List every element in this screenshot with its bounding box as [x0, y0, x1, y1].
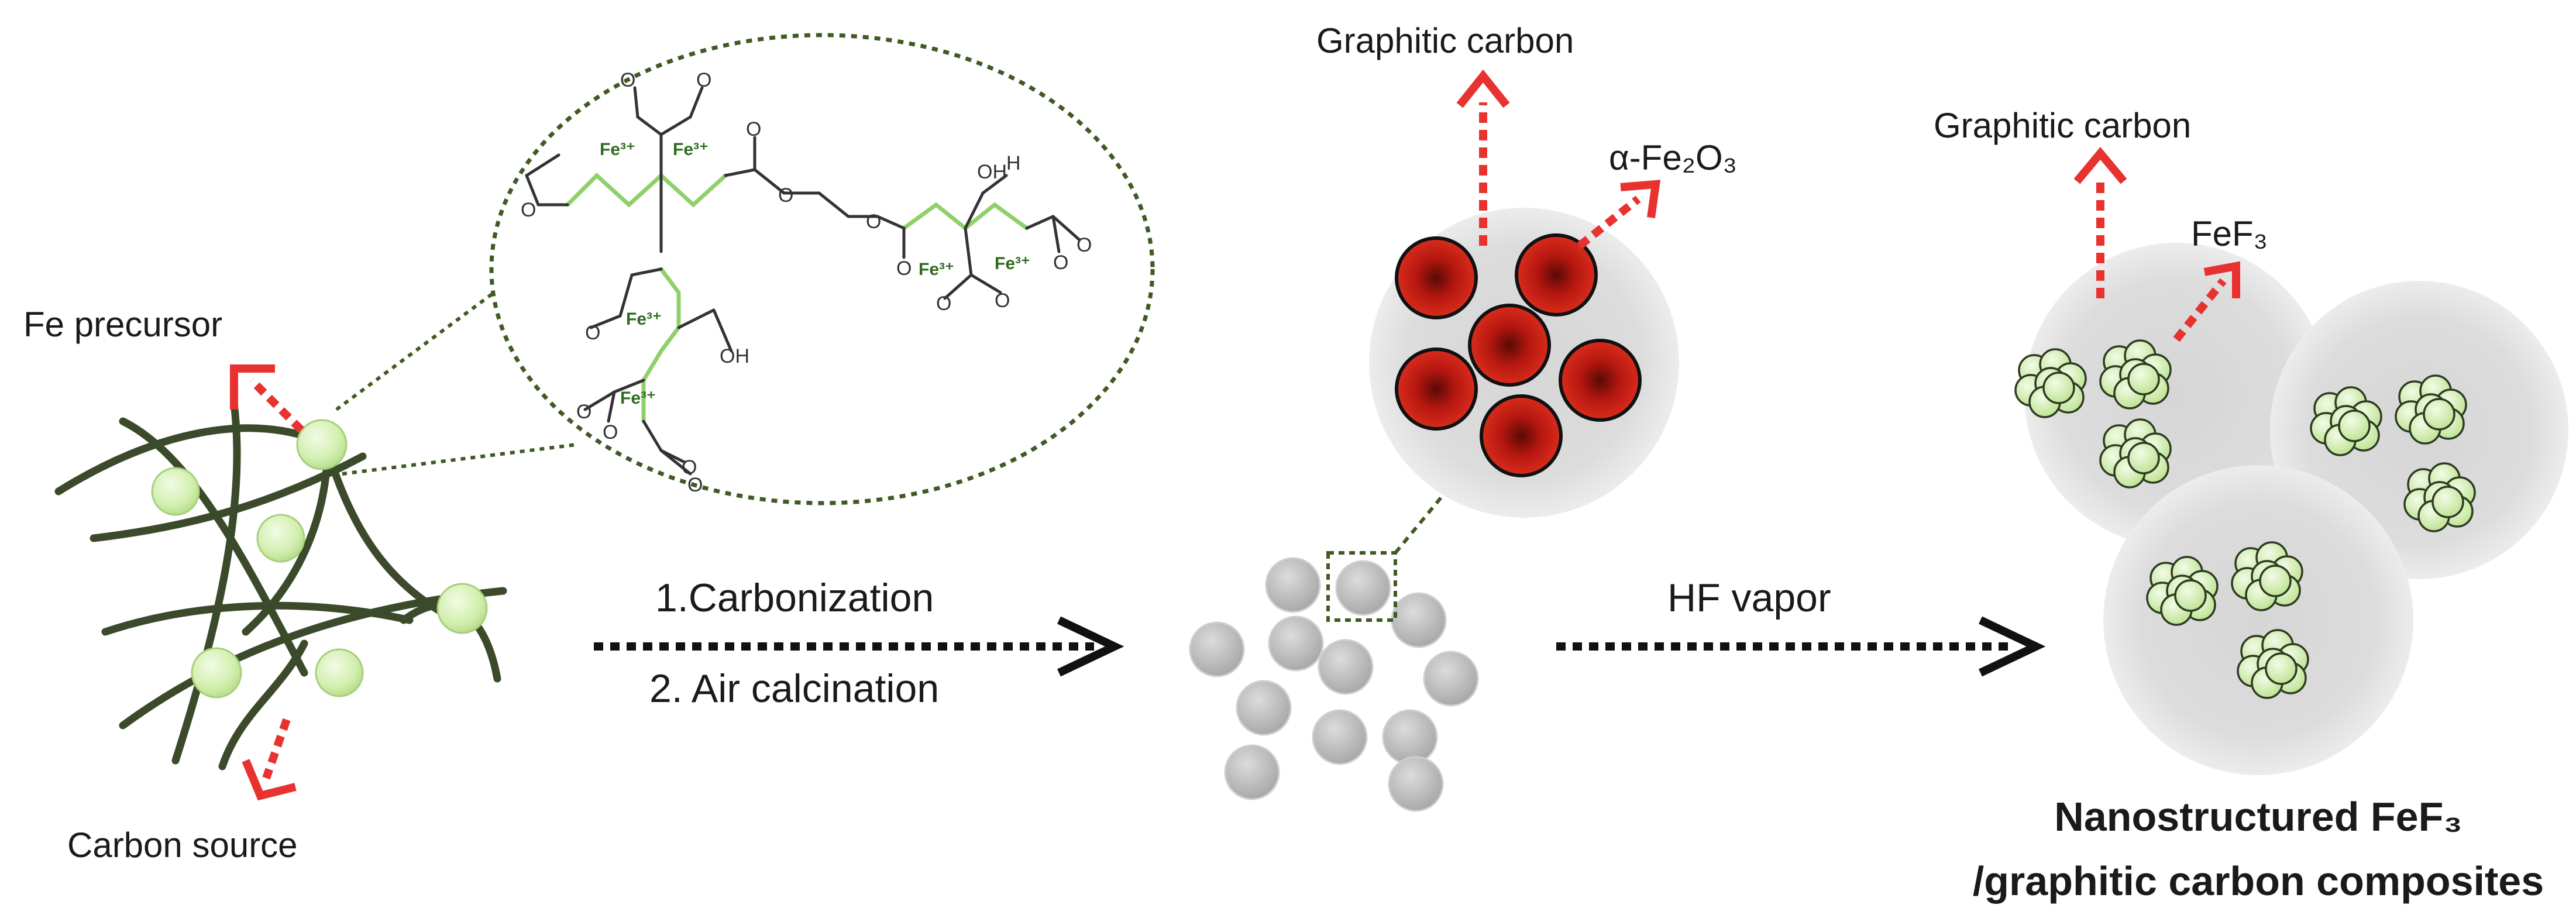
svg-text:O: O — [585, 322, 600, 344]
hf-vapor-arrow — [1556, 616, 2046, 677]
graphitic-carbon-arrow-1 — [1456, 69, 1510, 246]
step2-label: 2. Air calcination — [649, 666, 939, 711]
svg-text:O: O — [696, 69, 711, 91]
molecule-zoom-ellipse — [489, 33, 1155, 505]
graphitic-carbon-label-1: Graphitic carbon — [1316, 21, 1574, 60]
fef3-label: FeF₃ — [2191, 214, 2268, 253]
svg-text:O: O — [746, 118, 761, 140]
svg-text:O: O — [521, 199, 536, 221]
svg-text:O: O — [687, 474, 703, 496]
graphitic-carbon-arrow-2 — [2073, 147, 2127, 298]
fe-precursor-arrow — [230, 364, 304, 433]
carbon-fiber-network — [54, 400, 507, 770]
carbonization-arrow — [594, 616, 1124, 677]
fef3-particle — [2259, 565, 2292, 597]
composite-title-line1: Nanostructured FeF₃ — [2054, 794, 2462, 840]
zoom-box — [1326, 551, 1397, 622]
fef3-cluster — [2237, 629, 2309, 699]
fe3-ion-label: Fe³⁺ — [995, 254, 1030, 273]
hf-vapor-label: HF vapor — [1667, 576, 1831, 620]
fef3-particle — [2042, 371, 2075, 404]
carbon-source-arrow — [242, 718, 297, 801]
step1-label: 1.Carbonization — [655, 576, 934, 620]
hematite-arrow — [1577, 180, 1661, 249]
fef3-arrow — [2173, 261, 2240, 342]
fef3-cluster — [2310, 386, 2382, 456]
graphitic-carbon-label-2: Graphitic carbon — [1934, 106, 2191, 145]
fe3-ion-label: Fe³⁺ — [919, 260, 954, 279]
fef3-particle — [2174, 579, 2207, 612]
svg-text:O: O — [603, 421, 618, 443]
zoom-guide-lines — [335, 273, 577, 476]
fef3-particle — [2127, 442, 2160, 474]
fef3-particle — [2423, 398, 2455, 431]
alpha-fe2o3-label: α-Fe₂O₃ — [1609, 138, 1737, 177]
fef3-cluster — [2099, 339, 2172, 410]
fe-precursor-spheres — [151, 419, 488, 699]
fef3-particle — [2338, 410, 2371, 442]
svg-text:O: O — [1053, 252, 1068, 274]
fe3-ion-label: Fe³⁺ — [600, 140, 635, 159]
fef3-particle — [2265, 652, 2298, 685]
svg-text:O: O — [896, 257, 912, 280]
fe3-ion-label: Fe³⁺ — [620, 388, 656, 408]
fef3-cluster — [2099, 418, 2172, 488]
fe3-ion-label: Fe³⁺ — [626, 309, 662, 329]
svg-text:O: O — [995, 290, 1010, 312]
fef3-nanoparticle-clusters — [2014, 339, 2476, 699]
carbonized-particles — [1189, 557, 1479, 812]
fef3-cluster — [2395, 374, 2467, 445]
svg-text:OH: OH — [720, 345, 749, 367]
composite-title-line2: /graphitic carbon composites — [1973, 858, 2544, 904]
svg-text:O: O — [682, 456, 697, 479]
svg-text:H: H — [1006, 152, 1021, 174]
fe-precursor-label: Fe precursor — [23, 305, 222, 344]
carbon-source-label: Carbon source — [67, 825, 298, 865]
fe3-ion-label: Fe³⁺ — [673, 140, 709, 159]
fef3-cluster — [2014, 348, 2087, 418]
fef3-cluster — [2403, 462, 2476, 532]
svg-text:O: O — [620, 69, 635, 91]
carbon-halos-right — [2024, 243, 2568, 775]
svg-text:OH: OH — [977, 161, 1007, 183]
fef3-cluster — [2146, 556, 2219, 626]
fef3-particle — [2431, 486, 2464, 518]
svg-text:O: O — [866, 211, 881, 233]
fef3-cluster — [2231, 541, 2303, 611]
svg-text:O: O — [576, 401, 591, 423]
svg-text:O: O — [1077, 234, 1092, 256]
svg-text:O: O — [778, 184, 793, 207]
iron-citrate-molecule: O O O O O O O O O O O O O O O O OH OH H … — [521, 69, 1092, 496]
svg-text:O: O — [936, 293, 951, 315]
fef3-particle — [2127, 363, 2160, 395]
hematite-particles — [1395, 233, 1642, 477]
